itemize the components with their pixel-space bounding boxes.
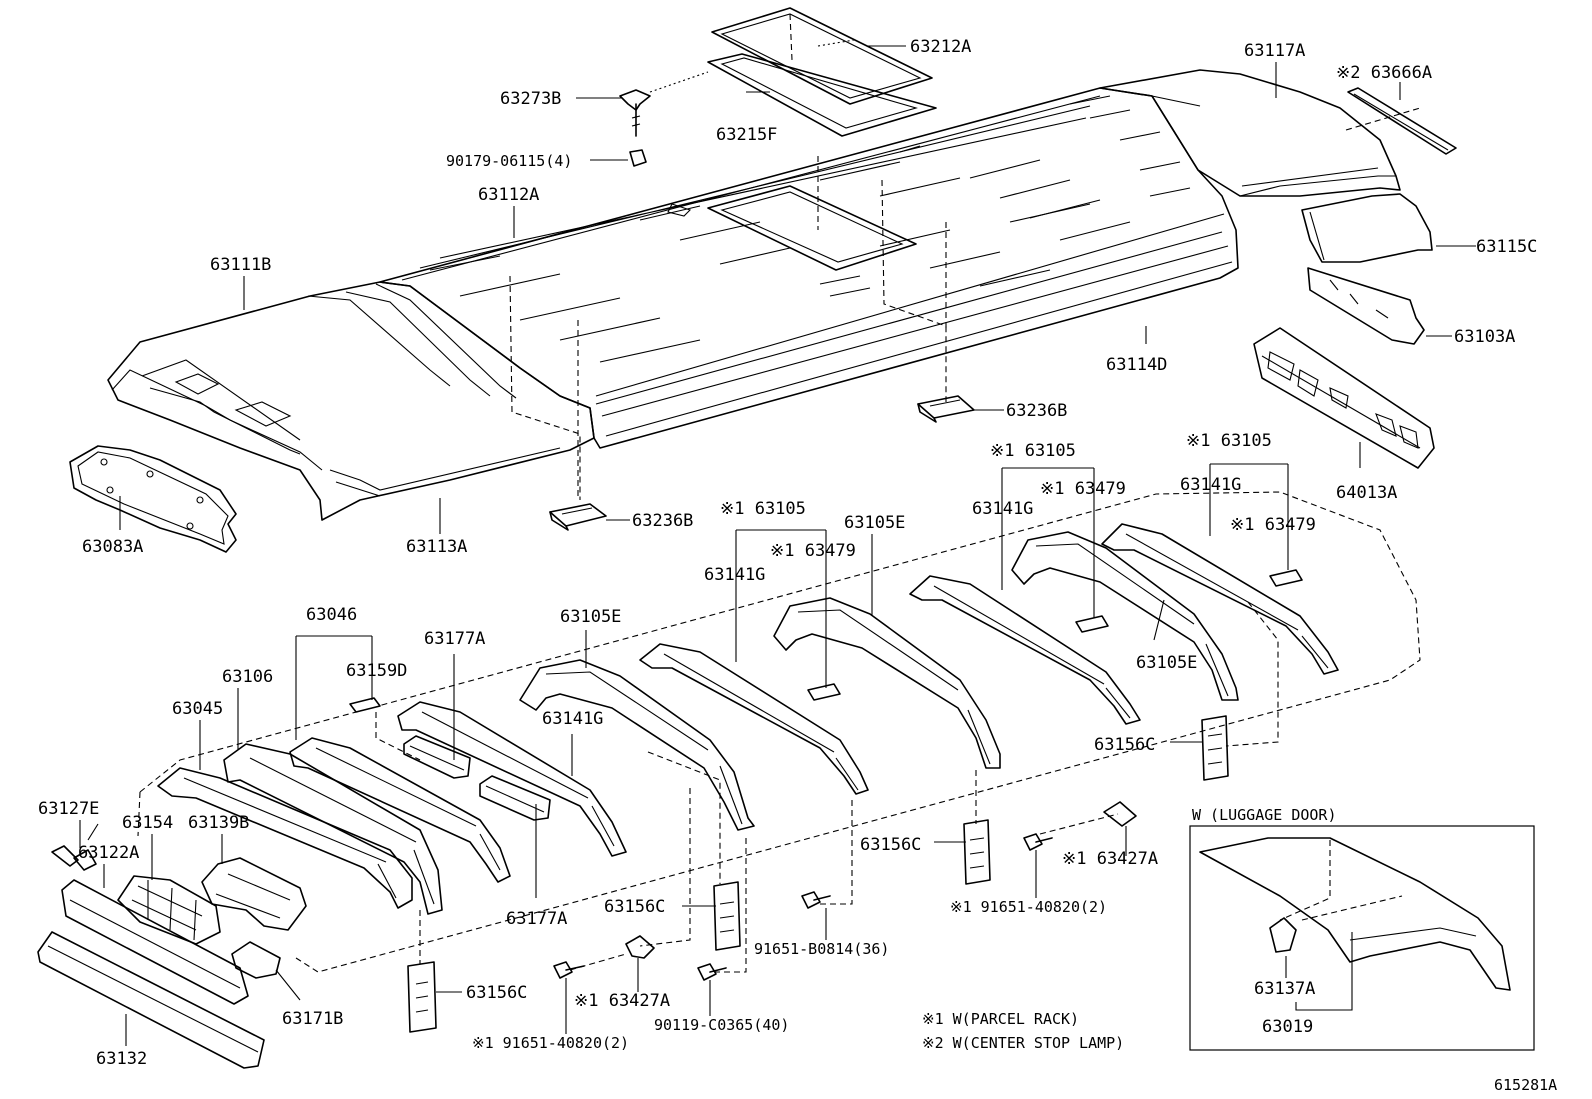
callout-63106: 63106 (222, 667, 273, 687)
callout-63156C-d: 63156C (466, 983, 527, 1003)
callout-63479-a: ※1 63479 (770, 541, 856, 561)
callout-91651-40820-left: ※1 91651-40820(2) (472, 1034, 629, 1052)
callout-63666A: ※2 63666A (1336, 63, 1432, 83)
callout-90179-06115: 90179-06115(4) (446, 152, 572, 170)
sunroof-glass-panel (711, 7, 933, 105)
callout-63045: 63045 (172, 699, 223, 719)
callout-63177A-a: 63177A (424, 629, 485, 649)
note-center-stop-lamp: ※2 W(CENTER STOP LAMP) (922, 1034, 1124, 1052)
callout-63127E: 63127E (38, 799, 99, 819)
callout-63171B: 63171B (282, 1009, 343, 1029)
callout-63141G-a: 63141G (704, 565, 765, 585)
inset-title: W (LUGGAGE DOOR) (1192, 806, 1337, 824)
callout-63215F: 63215F (716, 125, 777, 145)
callout-63141G-b: 63141G (972, 499, 1033, 519)
fasteners (553, 801, 1137, 981)
callout-63212A: 63212A (910, 37, 971, 57)
callout-63141G-c: 63141G (1180, 475, 1241, 495)
callout-63103A: 63103A (1454, 327, 1515, 347)
callout-63427A-a: ※1 63427A (1062, 849, 1158, 869)
callout-63105-b: ※1 63105 (990, 441, 1076, 461)
roof-gasket (69, 445, 237, 553)
back-panel (1253, 327, 1435, 469)
callout-63479-b: ※1 63479 (1040, 479, 1126, 499)
callout-91651-40820-right: ※1 91651-40820(2) (950, 898, 1107, 916)
callout-64013A: 64013A (1336, 483, 1397, 503)
callout-63105-c: ※1 63105 (1186, 431, 1272, 451)
roof-panel-assembly (107, 69, 1433, 521)
note-parcel-rack: ※1 W(PARCEL RACK) (922, 1010, 1079, 1028)
guide-lines (375, 601, 1279, 973)
leader-lines (79, 45, 1476, 1046)
callout-63122A: 63122A (78, 843, 139, 863)
callout-90119-C0365: 90119-C0365(40) (654, 1016, 789, 1034)
callout-63273B: 63273B (500, 89, 561, 109)
callout-63236B-left: 63236B (632, 511, 693, 531)
callout-63046: 63046 (306, 605, 357, 625)
callout-63117A: 63117A (1244, 41, 1305, 61)
callout-63115C: 63115C (1476, 237, 1537, 257)
callout-63105-a: ※1 63105 (720, 499, 806, 519)
callout-63156C-b: 63156C (860, 835, 921, 855)
callout-63141G-d: 63141G (542, 709, 603, 729)
callout-63159D: 63159D (346, 661, 407, 681)
callout-63139B: 63139B (188, 813, 249, 833)
roof-bows (157, 523, 1339, 915)
callout-labels: 63212A 63273B 63215F 90179-06115(4) 6311… (38, 37, 1557, 1094)
callout-63111B: 63111B (210, 255, 271, 275)
sunroof-frame (707, 53, 937, 137)
callout-63427A-b: ※1 63427A (574, 991, 670, 1011)
callout-91651-B0814: 91651-B0814(36) (754, 940, 889, 958)
callout-63479-c: ※1 63479 (1230, 515, 1316, 535)
bracket-63273b (619, 89, 651, 167)
callout-63114D: 63114D (1106, 355, 1167, 375)
luggage-door-inset (1189, 825, 1535, 1051)
clips (349, 569, 1303, 713)
figure-id: 615281A (1494, 1076, 1557, 1094)
center-stop-lamp (1345, 87, 1457, 155)
callout-63154: 63154 (122, 813, 173, 833)
callout-63137A: 63137A (1254, 979, 1315, 999)
headliner-outline (137, 491, 1421, 973)
callout-63113A: 63113A (406, 537, 467, 557)
callout-63156C-c: 63156C (604, 897, 665, 917)
callout-63112A: 63112A (478, 185, 539, 205)
callout-63105E-b: 63105E (560, 607, 621, 627)
callout-63156C-a: 63156C (1094, 735, 1155, 755)
bracket-63236b-left (549, 503, 607, 531)
callout-63132: 63132 (96, 1049, 147, 1069)
callout-63019: 63019 (1262, 1017, 1313, 1037)
callout-63083A: 63083A (82, 537, 143, 557)
roof-labels-63156c (407, 715, 1229, 1033)
callout-63236B-right: 63236B (1006, 401, 1067, 421)
callout-63105E-c: 63105E (1136, 653, 1197, 673)
callout-63177A-b: 63177A (506, 909, 567, 929)
front-header-parts (37, 823, 307, 1069)
callout-63105E-a: 63105E (844, 513, 905, 533)
